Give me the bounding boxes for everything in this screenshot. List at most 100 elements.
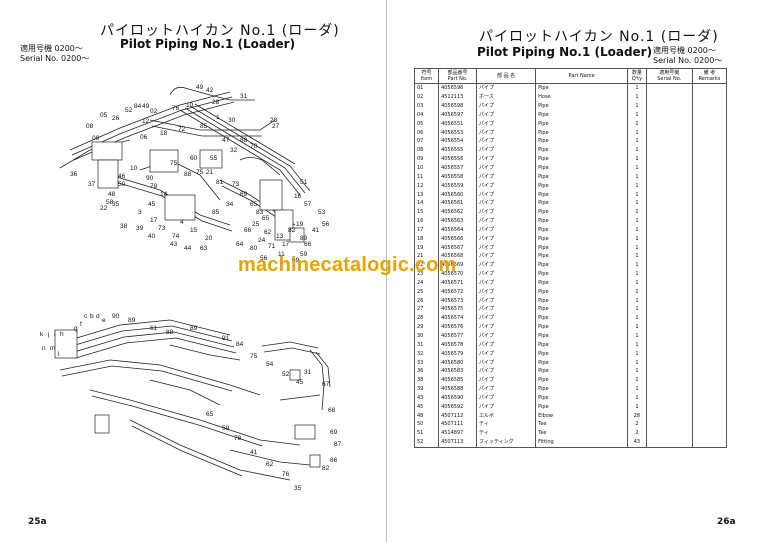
callout-number: 18 (160, 130, 168, 137)
callout-letter: n (42, 345, 46, 352)
cell-ser (645, 198, 693, 208)
callout-number: 12 (142, 118, 150, 125)
cell-rem (691, 287, 728, 297)
cell-ser (645, 110, 693, 120)
callout-number: 65 (262, 215, 270, 222)
cell-part: 4507111 (438, 420, 478, 429)
callout-number: 75 (196, 169, 204, 176)
cell-en: Pipe (535, 358, 629, 367)
cell-qty: 1 (627, 375, 647, 385)
cell-en: Pipe (535, 83, 629, 93)
cell-item: 45 (413, 402, 440, 412)
cell-part: 4512113 (438, 92, 478, 102)
serial-block-right: 適用号機 0200～ Serial No. 0200～ (653, 46, 722, 66)
callout-number: 26 (112, 115, 120, 122)
cell-ser (645, 119, 693, 129)
cell-en: Pipe (535, 402, 629, 412)
cell-part: 4056566 (438, 234, 478, 244)
cell-rem (691, 358, 728, 367)
cell-ser (645, 322, 693, 332)
cell-qty: 1 (627, 243, 647, 253)
callout-number: 80 (250, 245, 258, 252)
callout-number: 74 (172, 233, 180, 240)
cell-rem (691, 349, 728, 359)
callout-number: 89 (190, 325, 198, 332)
right-page: パイロットハイカン No.1 (ローダ) Pilot Piping No.1 (… (387, 0, 768, 542)
callout-number: 10 (130, 165, 138, 172)
cell-part: 4056579 (438, 349, 478, 359)
cell-en: Pipe (535, 252, 629, 261)
page-title-jp-right: パイロットハイカン No.1 (ローダ) (479, 29, 719, 45)
cell-qty: 1 (627, 119, 647, 129)
cell-part: 4056560 (438, 190, 478, 199)
callout-number: 38 (120, 223, 128, 230)
cell-qty: 1 (627, 145, 647, 155)
cell-item: 33 (413, 358, 440, 367)
cell-part: 4056554 (438, 137, 478, 146)
callout-number: 68 (328, 407, 336, 414)
cell-part: 4056567 (438, 243, 478, 253)
callout-number: 52 (125, 107, 133, 114)
cell-part: 4056571 (438, 278, 478, 288)
callout-number: 08 (86, 123, 94, 130)
cell-item: 14 (413, 198, 440, 208)
callout-number: 16 (294, 193, 302, 200)
cell-qty: 1 (627, 83, 647, 93)
cell-part: 4056573 (438, 296, 478, 306)
cell-part: 4056575 (438, 305, 478, 314)
cell-en: Pipe (535, 384, 629, 394)
cell-part: 4056580 (438, 358, 478, 367)
watermark-text: machinecatalogic.com (238, 254, 457, 276)
cell-jp: パイプ (476, 313, 537, 323)
callout-number: 85 (212, 209, 220, 216)
cell-en: Pipe (535, 128, 629, 138)
cell-item: 21 (413, 252, 440, 261)
callout-number: 71 (268, 243, 276, 250)
callout-number: 31 (304, 369, 312, 376)
cell-en: Pipe (535, 145, 629, 155)
cell-jp: ティ (476, 420, 537, 429)
cell-part: 4514897 (438, 428, 478, 438)
callout-number: 60 (190, 155, 198, 162)
cell-qty: 1 (627, 269, 647, 279)
callout-letter: g (74, 325, 78, 332)
cell-rem (691, 137, 728, 146)
cell-item: 38 (413, 375, 440, 385)
cell-item: 06 (413, 128, 440, 138)
callout-letter: k (40, 331, 44, 338)
callout-number: 24 (258, 237, 266, 244)
cell-rem (691, 190, 728, 199)
callout-number: 61 (150, 325, 158, 332)
cell-jp: パイプ (476, 154, 537, 164)
cell-rem (691, 216, 728, 226)
cell-qty: 1 (627, 137, 647, 146)
cell-qty: 1 (627, 331, 647, 341)
cell-en: Pipe (535, 278, 629, 288)
callout-number: 87 (334, 441, 342, 448)
cell-en: Pipe (535, 393, 629, 403)
cell-part: 4507112 (438, 411, 478, 421)
cell-part: 4056556 (438, 154, 478, 164)
cell-ser (645, 340, 693, 350)
cell-en: Pipe (535, 181, 629, 191)
cell-ser (645, 128, 693, 138)
callout-number: 21 (206, 169, 214, 176)
cell-qty: 1 (627, 154, 647, 164)
cell-item: 13 (413, 190, 440, 199)
cell-ser (645, 216, 693, 226)
cell-item: 32 (413, 349, 440, 359)
cell-jp: パイプ (476, 207, 537, 217)
cell-ser (645, 367, 693, 376)
lower-pipe-bundle (59, 319, 331, 481)
callout-number: 73 (158, 225, 166, 232)
cell-ser (645, 145, 693, 155)
